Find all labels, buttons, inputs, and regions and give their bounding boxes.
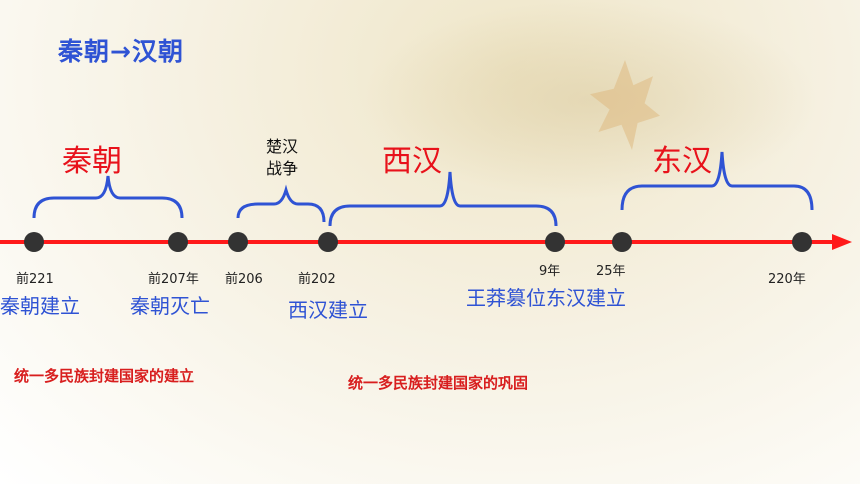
event-qin-founded: 秦朝建立 xyxy=(0,294,80,318)
timeline-dot-220ad xyxy=(792,232,812,252)
timeline-dot-206bc xyxy=(228,232,248,252)
event-wangmang-donghan: 王莽篡位东汉建立 xyxy=(466,286,626,310)
era-label-chuhan: 楚汉 战争 xyxy=(252,136,312,180)
bracket-chuhan xyxy=(236,184,326,223)
bracket-xihan xyxy=(328,171,558,227)
era-label-donghan: 东汉 xyxy=(652,144,712,179)
date-label-221bc: 前221 xyxy=(16,272,54,287)
bracket-qin xyxy=(32,175,184,219)
timeline-dot-9ad xyxy=(545,232,565,252)
event-xihan-founded: 西汉建立 xyxy=(288,298,368,322)
timeline-dot-25ad xyxy=(612,232,632,252)
note-consolidation: 统一多民族封建国家的巩固 xyxy=(348,374,529,392)
event-qin-fall: 秦朝灭亡 xyxy=(130,294,210,318)
timeline-arrowhead xyxy=(832,234,852,250)
bracket-donghan xyxy=(620,151,814,211)
date-label-220ad: 220年 xyxy=(768,272,806,287)
date-label-9ad: 9年 xyxy=(539,264,561,279)
date-label-206bc: 前206 xyxy=(225,272,263,287)
era-label-qin: 秦朝 xyxy=(62,144,122,179)
timeline-dot-207bc xyxy=(168,232,188,252)
date-label-25ad: 25年 xyxy=(596,264,626,279)
era-label-chuhan-line1: 楚汉 xyxy=(265,137,298,156)
page-title: 秦朝→汉朝 xyxy=(58,37,184,66)
era-label-chuhan-line2: 战争 xyxy=(265,159,298,178)
date-label-202bc: 前202 xyxy=(298,272,336,287)
note-establishment: 统一多民族封建国家的建立 xyxy=(14,367,195,385)
era-label-xihan: 西汉 xyxy=(382,144,442,179)
timeline-dot-221bc xyxy=(24,232,44,252)
date-label-207bc: 前207年 xyxy=(148,272,199,287)
background-glow xyxy=(360,0,820,200)
timeline-dot-202bc xyxy=(318,232,338,252)
